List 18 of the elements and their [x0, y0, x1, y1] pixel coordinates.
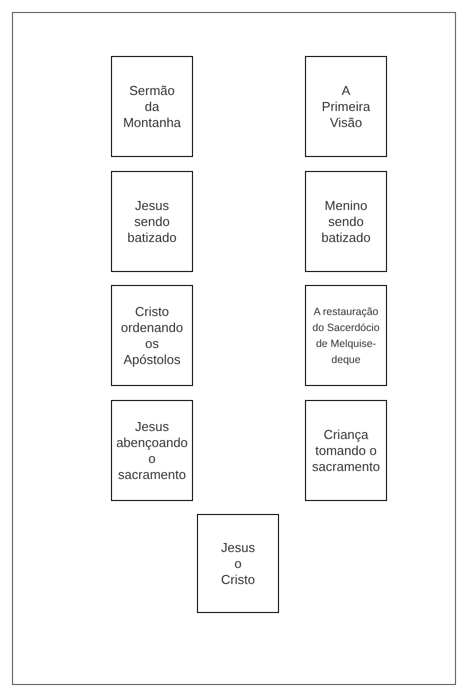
picture-box [111, 400, 193, 501]
box-title: A restauração do Sacerdócio de Melquise-deque [311, 304, 381, 368]
picture-box [111, 285, 193, 386]
picture-box [111, 56, 193, 157]
picture-box [197, 514, 279, 613]
picture-box [305, 56, 387, 157]
picture-box [305, 171, 387, 272]
box-title: A Primeira Visão [322, 82, 370, 130]
picture-box [305, 285, 387, 386]
box-title: Menino sendo batizado [321, 198, 371, 246]
box-title: Jesus o Cristo [221, 540, 255, 588]
box-title: Cristo ordenando os Apóstolos [120, 304, 184, 368]
picture-box [111, 171, 193, 272]
picture-box [305, 400, 387, 501]
box-title: Jesus abençoando o sacramento [116, 418, 188, 482]
box-title: Sermão da Montanha [123, 82, 181, 130]
box-title: Criança tomando o sacramento [312, 426, 380, 474]
box-title: Jesus sendo batizado [127, 198, 177, 246]
